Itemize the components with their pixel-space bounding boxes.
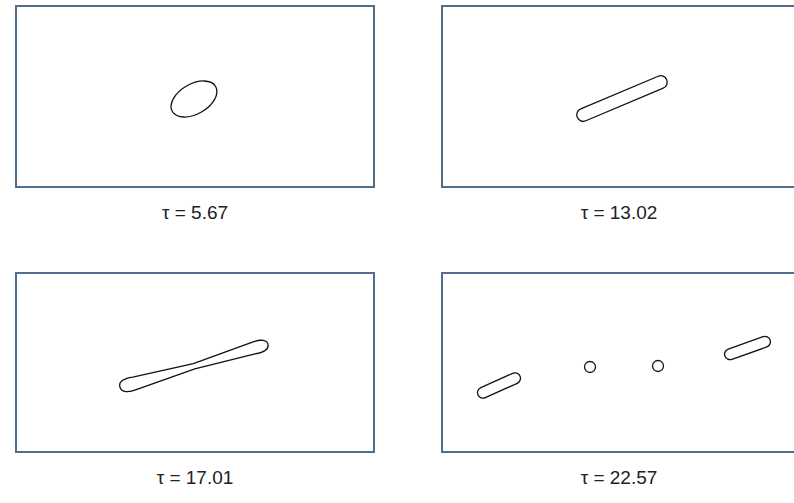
simulation-frame: τ = 17.01 xyxy=(15,272,375,453)
simulation-frame: τ = 22.57 xyxy=(441,272,794,453)
stretched-droplet xyxy=(575,74,669,124)
time-caption: τ = 13.02 xyxy=(443,202,794,224)
satellite-droplet xyxy=(653,361,664,372)
daughter-droplet xyxy=(476,371,522,400)
simulation-frame: τ = 13.02 xyxy=(441,5,794,188)
necking-droplet xyxy=(118,338,270,394)
daughter-droplet xyxy=(723,335,772,361)
satellite-droplet xyxy=(585,362,596,373)
droplet xyxy=(165,74,223,125)
simulation-frame: τ = 5.67 xyxy=(15,5,375,188)
time-caption: τ = 22.57 xyxy=(443,467,794,489)
time-caption: τ = 5.67 xyxy=(17,202,373,224)
time-caption: τ = 17.01 xyxy=(17,467,373,489)
